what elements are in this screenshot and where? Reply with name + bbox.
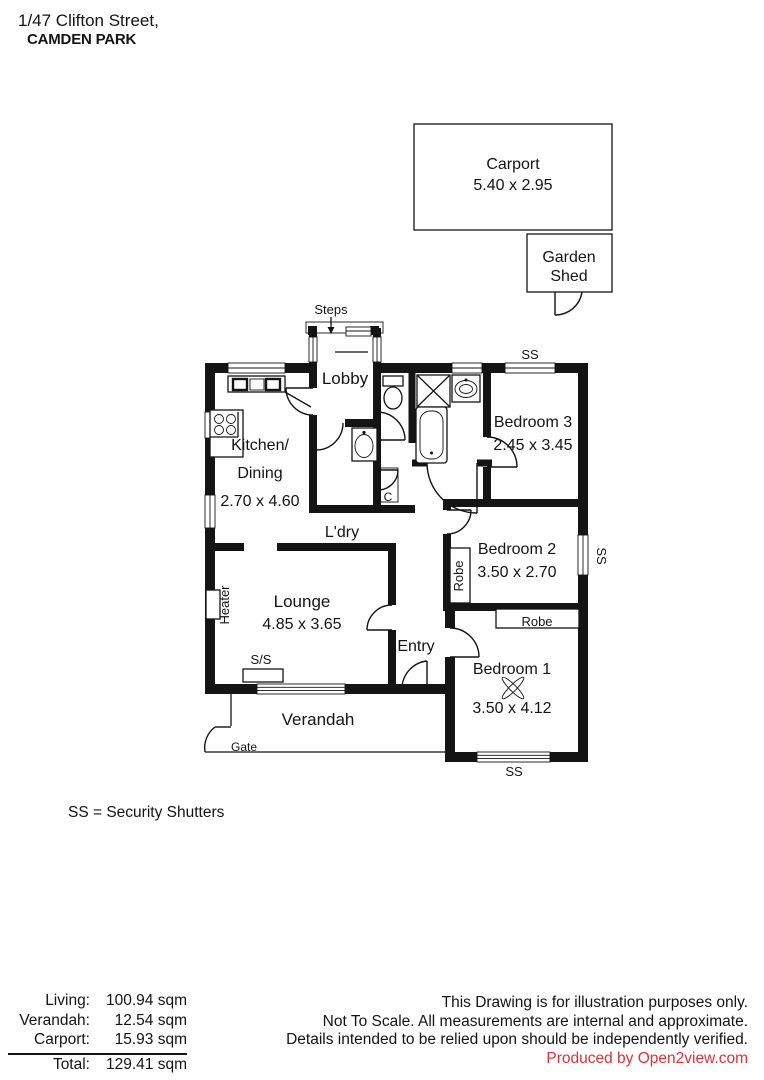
kitchen-dimensions: 2.70 x 4.60: [220, 493, 299, 510]
laundry-trough: [351, 427, 378, 462]
wc-door: [376, 411, 406, 441]
area-total-value: 129.41 sqm: [106, 1055, 187, 1073]
lobby-label: Lobby: [322, 369, 369, 388]
bathroom-window-top: [451, 362, 483, 374]
laundry-label: L'dry: [325, 524, 359, 541]
cupboard-label: C: [384, 490, 393, 504]
kitchen-lobby-door: [285, 387, 314, 416]
kitchen-window-top: [227, 362, 286, 374]
area-row-carport: Carport: 15.93 sqm: [0, 1031, 187, 1051]
security-screen-box: [242, 668, 284, 683]
carport: Carport 5.40 x 2.95: [413, 123, 613, 231]
address-line1: 1/47 Clifton Street,: [18, 11, 159, 30]
area-total-label: Total:: [52, 1055, 90, 1073]
lounge-door: [366, 604, 393, 631]
disclaimer: This Drawing is for illustration purpose…: [286, 994, 748, 1068]
steps-arrow: [327, 317, 335, 334]
dining-window-left: [204, 494, 216, 529]
bedroom1-window-bottom: [476, 751, 551, 763]
area-row-verandah: Verandah: 12.54 sqm: [0, 1012, 187, 1032]
kitchen-label-1: Kitchen/: [231, 437, 289, 454]
gate-door: [203, 726, 231, 753]
bedroom3-door: [486, 436, 518, 468]
disclaimer-line1: This Drawing is for illustration purpose…: [441, 994, 748, 1011]
cooktop: [209, 409, 244, 458]
ss-label-bottom: SS: [505, 764, 523, 779]
bedroom2-label: Bedroom 2: [478, 541, 556, 558]
robe-bedroom2-label: Robe: [451, 560, 466, 591]
area-row-living: Living: 100.94 sqm: [0, 992, 187, 1012]
robe-bedroom1-box: [495, 608, 580, 629]
producer-credit: Produced by Open2view.com: [546, 1049, 748, 1067]
verandah-outline: [203, 694, 445, 753]
area-label: Carport:: [34, 1031, 90, 1048]
bedroom1-label: Bedroom 1: [473, 661, 551, 678]
garden-shed: Garden Shed: [526, 233, 613, 316]
area-table: Living: 100.94 sqm Verandah: 12.54 sqm C…: [0, 992, 187, 1075]
area-row-total: Total: 129.41 sqm: [8, 1056, 187, 1076]
toilet: [382, 375, 404, 410]
garden-shed-label-1: Garden: [542, 249, 595, 266]
area-value: 15.93 sqm: [114, 1031, 187, 1048]
gate-label: Gate: [231, 740, 257, 754]
address-line2: CAMDEN PARK: [27, 30, 137, 48]
disclaimer-line3: Details intended to be relied upon shoul…: [286, 1031, 748, 1048]
bedroom3-dimensions: 2.45 x 3.45: [493, 437, 572, 454]
heater-label: Heater: [217, 585, 232, 625]
room-labels: Steps Lobby Kitchen/ Dining 2.70 x 4.60 …: [217, 302, 609, 779]
ss-label-top: SS: [521, 347, 539, 362]
garden-shed-label-2: Shed: [550, 268, 587, 285]
lounge-dimensions: 4.85 x 3.65: [262, 616, 341, 633]
carport-label: Carport: [486, 156, 540, 173]
verandah-label: Verandah: [282, 710, 355, 729]
steps-landing: [305, 321, 384, 334]
cupboard-box: [377, 467, 399, 503]
bathroom-door: [426, 462, 478, 514]
heater-unit: [205, 589, 221, 620]
robe-bedroom1-label: Robe: [521, 614, 552, 629]
bedroom2-window-right: [577, 534, 589, 576]
area-label: Living:: [45, 992, 90, 1009]
carport-dimensions: 5.40 x 2.95: [473, 177, 552, 194]
lobby-window-left: [308, 336, 318, 363]
disclaimer-line2: Not To Scale. All measurements are inter…: [322, 1012, 748, 1030]
shower: [416, 374, 451, 408]
laundry-door: [315, 422, 344, 451]
shed-door-arc: [554, 291, 583, 316]
bedroom3-label: Bedroom 3: [494, 414, 572, 431]
bedroom1-dimensions: 3.50 x 4.12: [472, 700, 551, 717]
bedroom1-door: [449, 627, 480, 658]
ceiling-fan: [501, 676, 525, 700]
area-label: Verandah:: [19, 1011, 90, 1029]
front-door: [401, 660, 428, 690]
bedroom2-dimensions: 3.50 x 2.70: [477, 564, 556, 581]
steps-label: Steps: [314, 302, 348, 317]
vanity-basin: [451, 374, 481, 403]
robe-bedroom2-box: [449, 547, 471, 604]
kitchen-label-2: Dining: [237, 465, 282, 482]
legend-security-shutters: SS = Security Shutters: [68, 804, 225, 821]
address-header: 1/47 Clifton Street, CAMDEN PARK: [18, 11, 159, 48]
bedroom3-window-top: [504, 362, 556, 374]
area-value: 100.94 sqm: [106, 992, 187, 1009]
entry-label: Entry: [397, 638, 434, 655]
bathtub: [415, 406, 448, 464]
lobby-window-right: [372, 336, 382, 363]
fixtures: [205, 317, 580, 700]
kitchen-sink-bench: [227, 375, 312, 408]
doors: [285, 387, 518, 690]
bedroom2-door: [446, 509, 472, 535]
area-value: 12.54 sqm: [114, 1011, 187, 1029]
security-screen-label: S/S: [251, 652, 272, 667]
windows: [204, 336, 589, 763]
area-total-divider: Total: 129.41 sqm: [8, 1052, 187, 1076]
lounge-label: Lounge: [274, 592, 331, 611]
ss-label-right: SS: [594, 547, 609, 565]
lounge-window-bottom: [256, 683, 346, 695]
